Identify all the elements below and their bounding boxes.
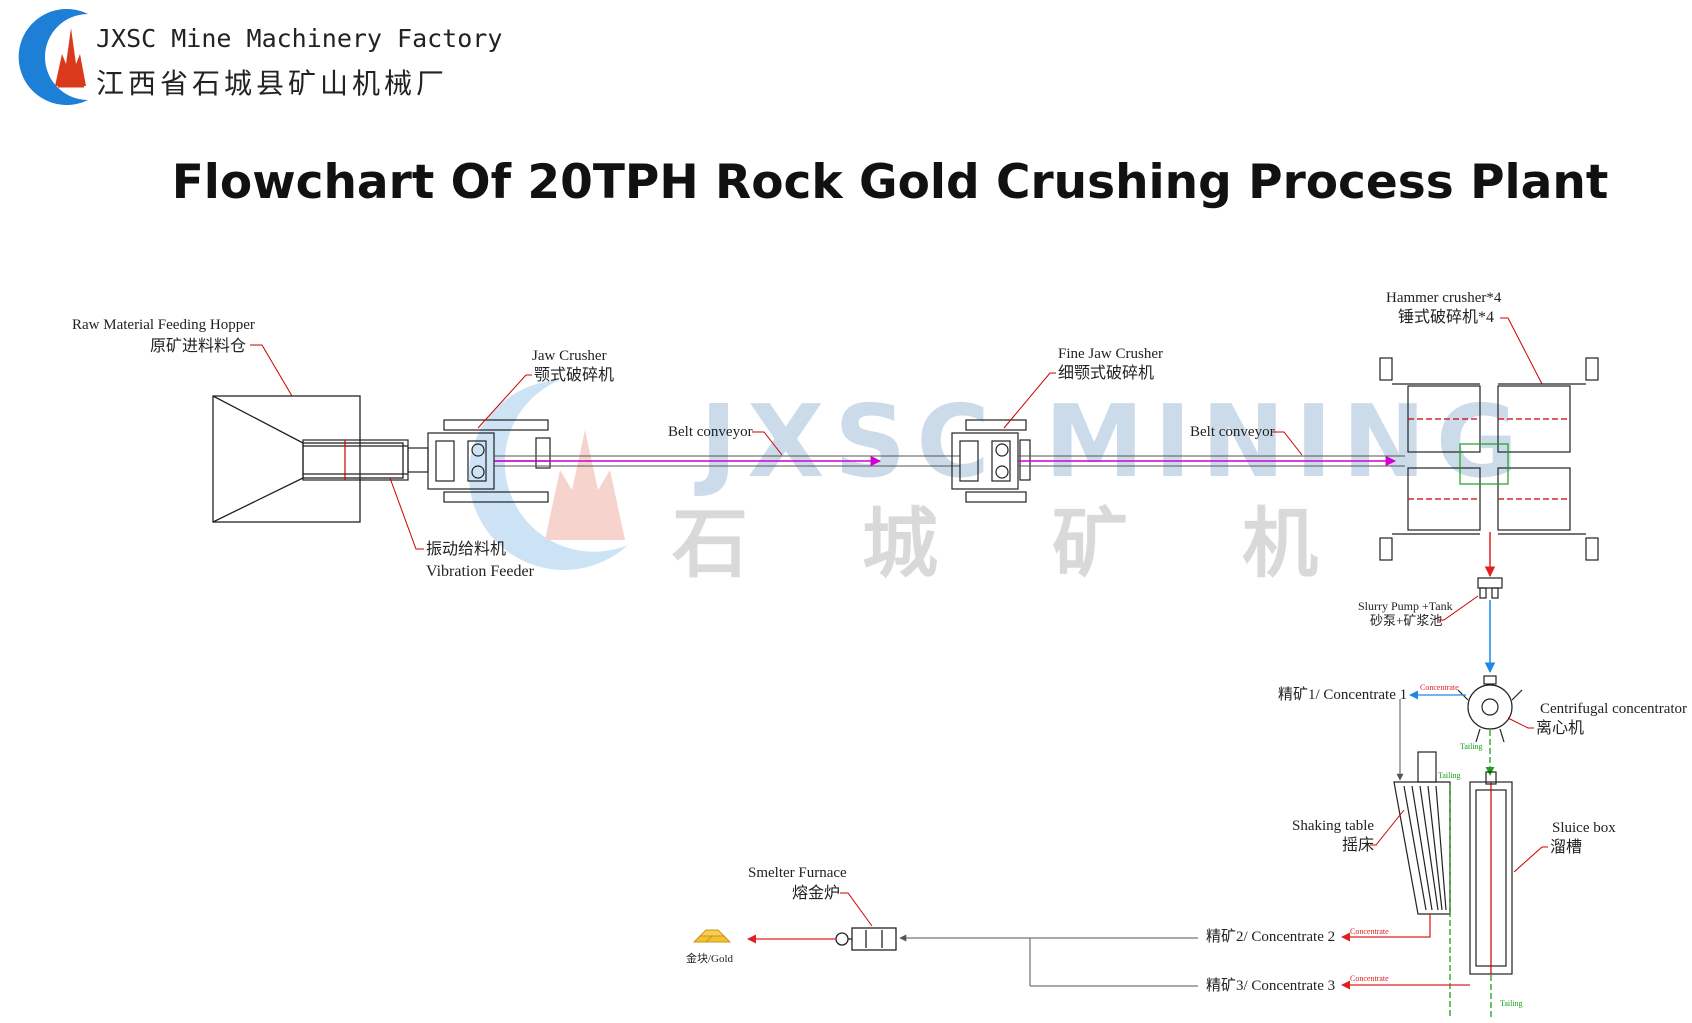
company-name-en: JXSC Mine Machinery Factory — [96, 24, 502, 53]
slurry-pump-label: Slurry Pump +Tank 砂泵+矿浆池 — [1358, 595, 1479, 628]
svg-text:Centrifugal concentrator: Centrifugal concentrator — [1540, 701, 1687, 717]
svg-text:Vibration Feeder: Vibration Feeder — [426, 563, 535, 580]
page-title: Flowchart Of 20TPH Rock Gold Crushing Pr… — [172, 155, 1609, 210]
svg-text:细颚式破碎机: 细颚式破碎机 — [1058, 364, 1154, 382]
concentrate-3-flow: Concentrate 精矿3/ Concentrate 3 — [1206, 974, 1470, 994]
svg-text:Slurry Pump +Tank: Slurry Pump +Tank — [1358, 599, 1453, 613]
smelter-furnace — [835, 927, 897, 951]
gold-bars-icon — [692, 929, 732, 943]
concentrate-1-flow: Concentrate 精矿1/ Concentrate 1 — [1278, 683, 1466, 703]
vibration-feeder — [302, 439, 429, 481]
svg-text:原矿进料料仓: 原矿进料料仓 — [150, 337, 246, 355]
concentrate-1-label: 精矿1/ Concentrate 1 — [1278, 686, 1407, 703]
watermark-cn-3: 矿 — [1052, 499, 1128, 588]
hopper-label: Raw Material Feeding Hopper 原矿进料料仓 — [72, 317, 293, 397]
svg-text:Concentrate: Concentrate — [1350, 974, 1389, 983]
svg-text:熔金炉: 熔金炉 — [792, 884, 840, 902]
hammer-crushers — [1379, 357, 1599, 561]
feeding-hopper — [212, 395, 404, 523]
concentrate-3-label: 精矿3/ Concentrate 3 — [1206, 977, 1335, 994]
watermark-cn-4: 机 — [1242, 499, 1318, 588]
svg-text:Belt conveyor: Belt conveyor — [1190, 424, 1275, 440]
belt-conveyor-2 — [1018, 455, 1405, 467]
svg-text:锤式破碎机*4: 锤式破碎机*4 — [1398, 308, 1494, 326]
sluice-tailing-flow: Tailing — [1450, 975, 1523, 1023]
watermark: JXSC MINING 石 城 矿 机 — [468, 380, 1528, 588]
svg-text:Concentrate: Concentrate — [1420, 683, 1459, 692]
svg-text:Tailing: Tailing — [1438, 771, 1461, 780]
svg-text:Jaw Crusher: Jaw Crusher — [532, 348, 607, 364]
company-logo — [18, 8, 88, 106]
svg-text:Fine Jaw Crusher: Fine Jaw Crusher — [1058, 346, 1163, 362]
svg-text:颚式破碎机: 颚式破碎机 — [534, 366, 614, 384]
svg-text:Belt conveyor: Belt conveyor — [668, 424, 753, 440]
watermark-cn-1: 石 — [672, 499, 748, 588]
svg-text:Tailing: Tailing — [1460, 742, 1483, 751]
svg-text:溜槽: 溜槽 — [1550, 838, 1582, 856]
watermark-en: JXSC MINING — [694, 383, 1528, 500]
svg-text:摇床: 摇床 — [1342, 836, 1374, 854]
table-tailing-flow: Tailing — [1438, 771, 1461, 1022]
company-name-cn: 江西省石城县矿山机械厂 — [96, 68, 448, 100]
svg-text:Smelter Furnace: Smelter Furnace — [748, 865, 847, 881]
sluice-box-label: Sluice box 溜槽 — [1513, 820, 1616, 873]
centrifugal-tailing-flow: Tailing — [1460, 730, 1495, 776]
shaking-table-label: Shaking table 摇床 — [1292, 809, 1405, 854]
watermark-cn-2: 城 — [862, 499, 938, 588]
sluice-box — [1469, 771, 1513, 975]
svg-text:Shaking table: Shaking table — [1292, 818, 1374, 834]
svg-text:Hammer crusher*4: Hammer crusher*4 — [1386, 290, 1502, 306]
gold-label: 金块/Gold — [686, 951, 734, 965]
svg-text:砂泵+矿浆池: 砂泵+矿浆池 — [1370, 613, 1442, 628]
belt-conveyor-2-label: Belt conveyor — [1190, 424, 1303, 456]
svg-text:Raw Material Feeding Hopper: Raw Material Feeding Hopper — [72, 317, 255, 333]
concentrate-to-smelter-flow — [899, 934, 1198, 987]
svg-text:振动给料机: 振动给料机 — [426, 540, 506, 558]
jaw-crusher-label: Jaw Crusher 颚式破碎机 — [477, 348, 614, 429]
svg-text:Concentrate: Concentrate — [1350, 927, 1389, 936]
belt-conveyor-1-label: Belt conveyor — [668, 424, 783, 456]
svg-text:离心机: 离心机 — [1536, 719, 1584, 737]
concentrate-2-flow: Concentrate 精矿2/ Concentrate 2 — [1206, 914, 1431, 945]
belt-conveyor-1 — [494, 455, 960, 467]
vibration-feeder-label: 振动给料机 Vibration Feeder — [389, 477, 535, 580]
slurry-pump — [1477, 577, 1503, 599]
hammer-crusher-label: Hammer crusher*4 锤式破碎机*4 — [1386, 290, 1543, 385]
fine-jaw-crusher — [951, 419, 1031, 503]
centrifugal-label: Centrifugal concentrator 离心机 — [1507, 701, 1687, 737]
smelter-label: Smelter Furnace 熔金炉 — [748, 865, 873, 927]
concentrate-2-label: 精矿2/ Concentrate 2 — [1206, 928, 1335, 945]
svg-text:Tailing: Tailing — [1500, 999, 1523, 1008]
svg-text:Sluice box: Sluice box — [1552, 820, 1616, 836]
fine-jaw-crusher-label: Fine Jaw Crusher 细颚式破碎机 — [1003, 346, 1163, 429]
